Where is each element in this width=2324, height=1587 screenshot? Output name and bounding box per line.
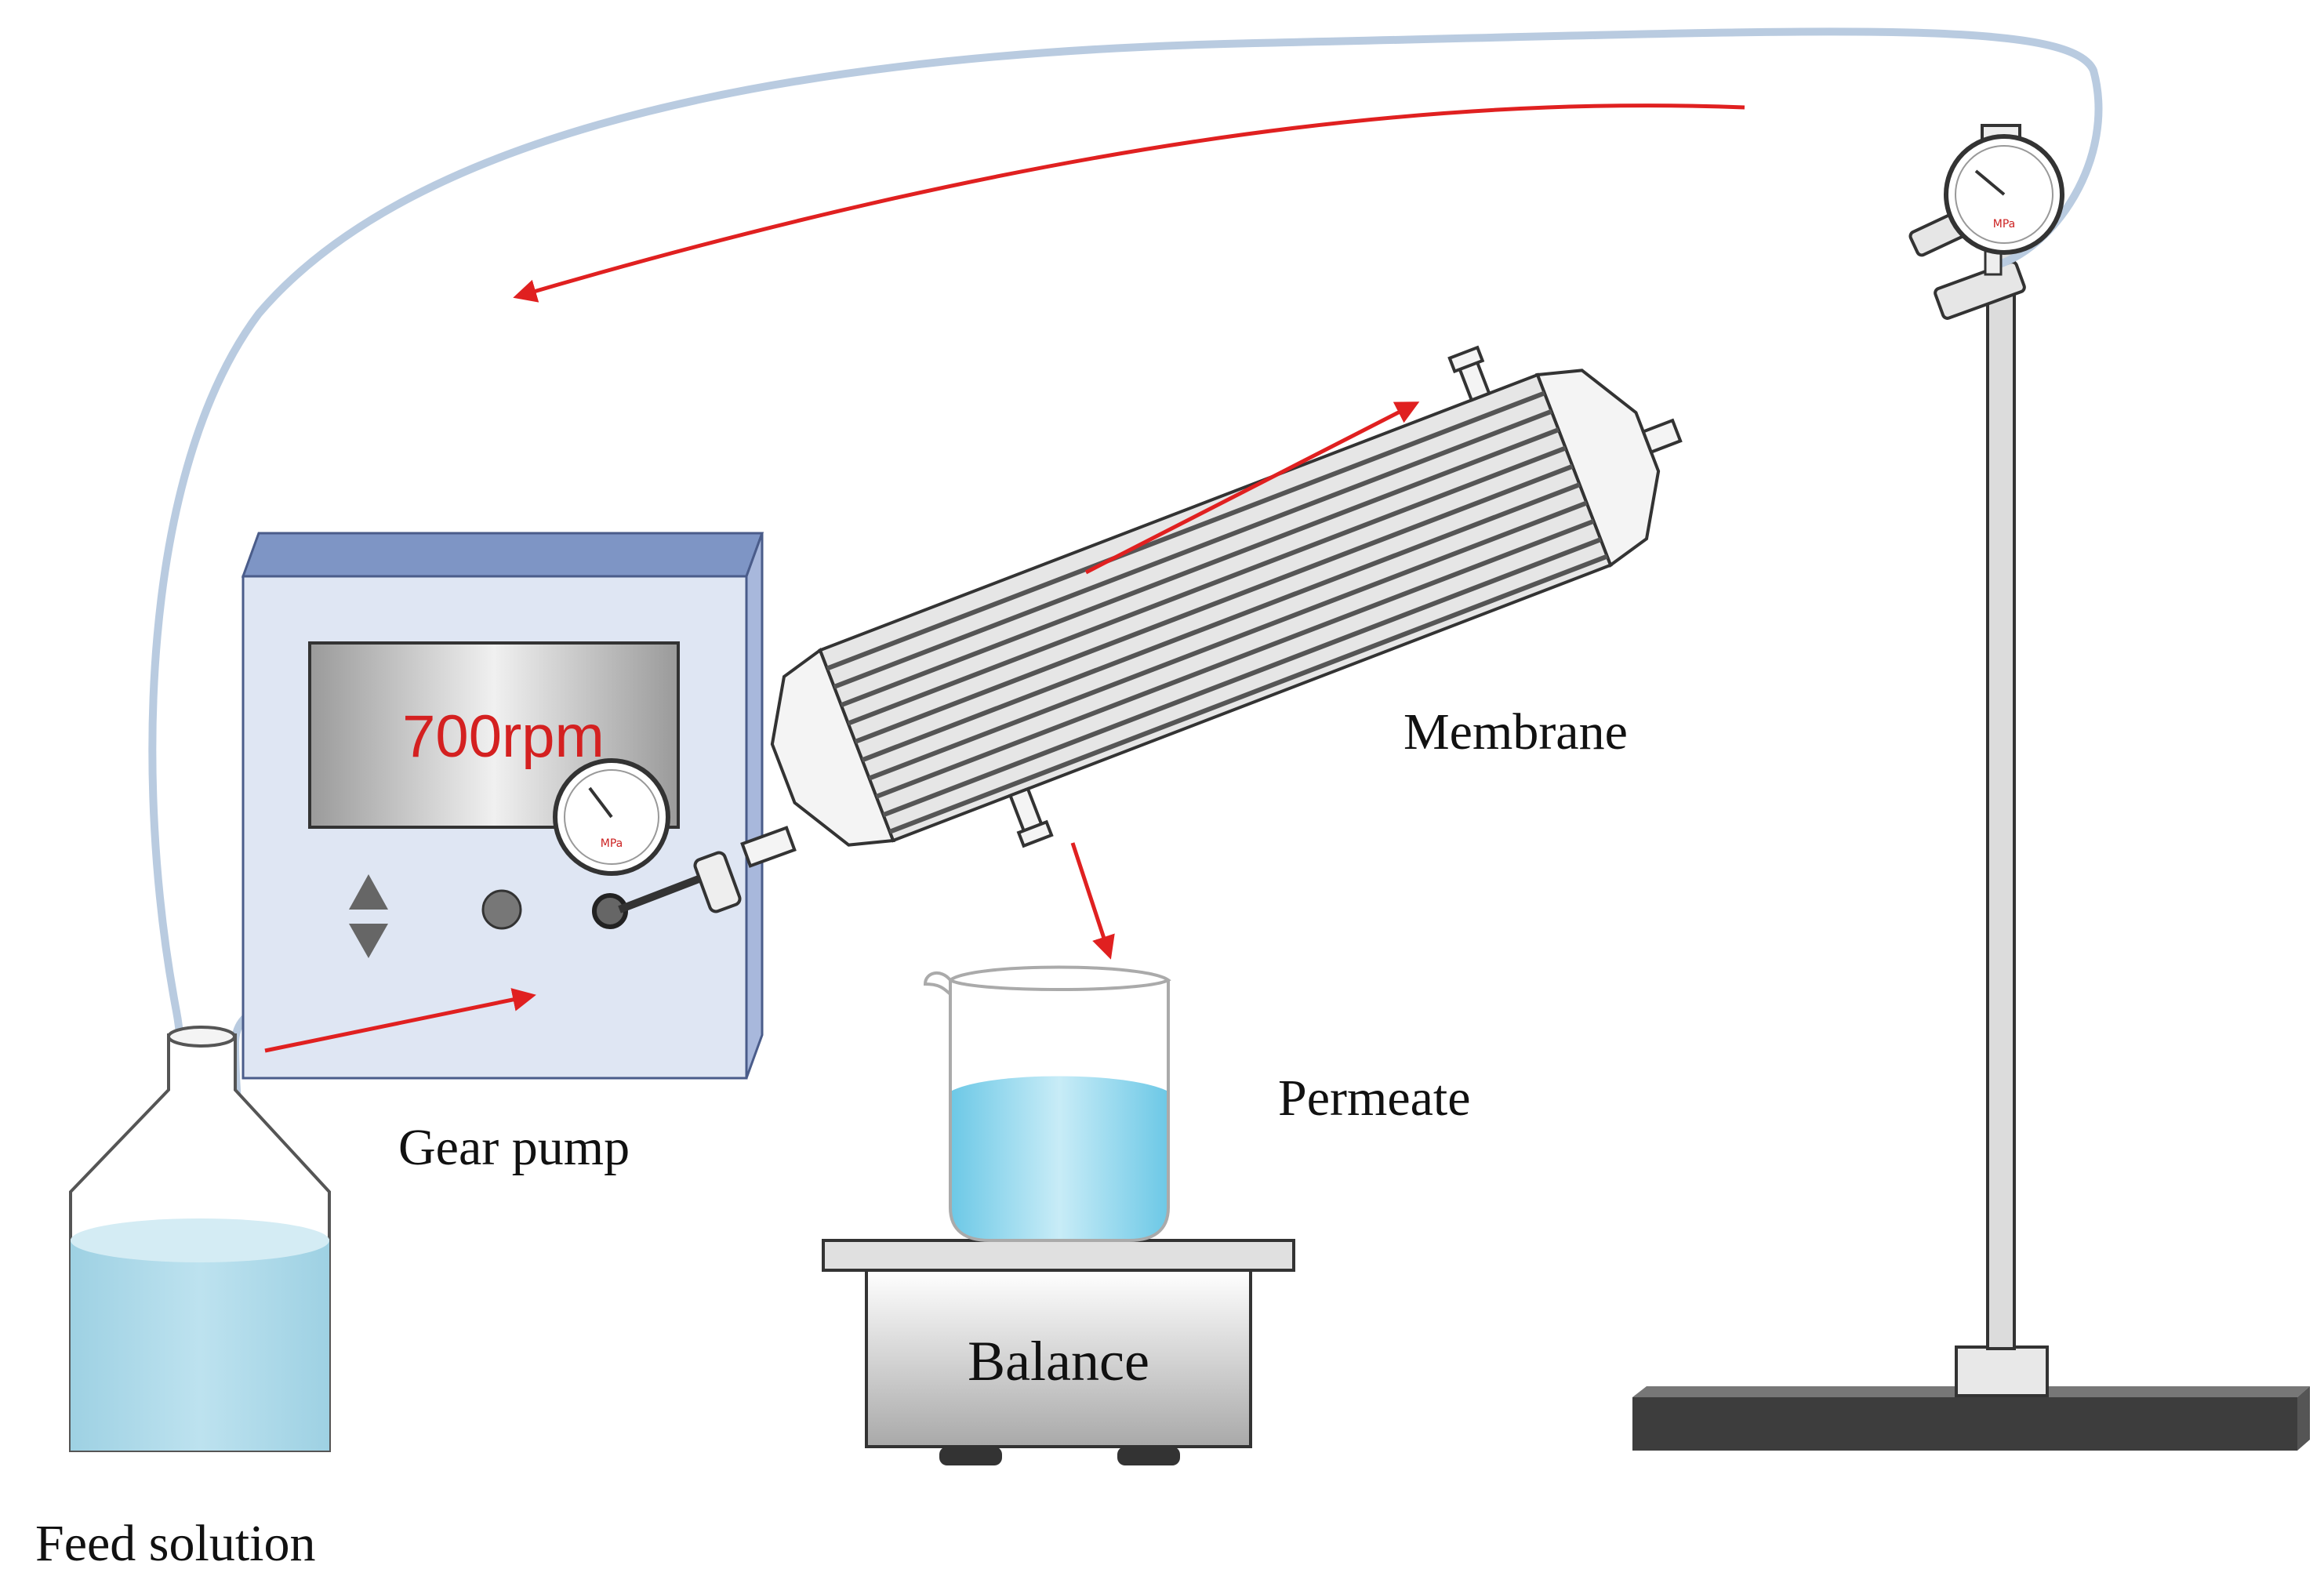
stand-base-side	[2297, 1386, 2310, 1451]
pump-side-face	[745, 532, 764, 1079]
stand-clamp	[1934, 260, 2026, 320]
gauge-unit-label: MPa	[1993, 218, 2015, 231]
pump-display-readout: 700rpm	[402, 703, 605, 770]
inlet-pressure-gauge: MPa	[553, 758, 797, 913]
inlet-connector	[740, 826, 797, 868]
flow-arrow-return	[513, 104, 1745, 303]
gauge-needle	[588, 786, 613, 819]
outlet-pressure-gauge: MPa	[1908, 134, 2064, 276]
gauge-needle	[1974, 169, 2006, 196]
down-triangle-icon	[349, 924, 388, 958]
module-body	[818, 372, 1613, 843]
balance-pan	[822, 1239, 1295, 1272]
beaker-liquid	[950, 1076, 1168, 1240]
balance: Balance	[822, 1239, 1295, 1465]
feed-liquid-surface	[71, 1218, 329, 1262]
flow-arrow-to-beaker	[1070, 842, 1115, 960]
balance-label: Balance	[968, 1330, 1149, 1393]
retort-stand	[1632, 124, 2310, 1451]
feed-liquid	[71, 1222, 329, 1451]
permeate-beaker	[923, 965, 1171, 1242]
round-button-icon	[481, 889, 522, 930]
gear-pump: 700rpm	[241, 532, 764, 1080]
stand-base	[1632, 1397, 2297, 1451]
stand-foot-block	[1955, 1346, 2049, 1397]
permeate-label: Permeate	[1278, 1070, 1471, 1127]
membrane-module	[770, 345, 1683, 848]
up-triangle-icon	[349, 874, 388, 910]
feed-bottle	[69, 1026, 331, 1452]
feed-bottle-mouth	[167, 1026, 236, 1048]
gauge-inner-ring	[564, 769, 659, 865]
return-tube	[148, 27, 2103, 1337]
flow-arrow-along-membrane	[1084, 401, 1420, 575]
flow-arrow-into-pump	[264, 988, 536, 1053]
balance-foot-left	[939, 1447, 1002, 1465]
gear-pump-label: Gear pump	[398, 1119, 630, 1176]
pump-top-face	[241, 532, 764, 578]
gauge-inner-ring	[1955, 145, 2053, 244]
stand-rod	[1986, 128, 2016, 1350]
membrane-label: Membrane	[1403, 703, 1628, 761]
balance-body	[865, 1269, 1252, 1448]
permeate-port-cap	[1016, 819, 1054, 848]
module-right-fitting	[1641, 418, 1683, 455]
balance-foot-right	[1117, 1447, 1180, 1465]
gauge-unit-label: MPa	[601, 837, 623, 850]
pump-display	[308, 641, 680, 829]
membrane-fibers	[826, 390, 1608, 834]
inlet-fitting	[693, 851, 742, 913]
feed-solution-label: Feed solution	[35, 1515, 316, 1572]
top-port-cap	[1447, 345, 1485, 374]
beaker-outline	[949, 980, 1170, 1242]
beaker-rim	[923, 965, 1171, 996]
flow-arrows	[264, 104, 1745, 1053]
